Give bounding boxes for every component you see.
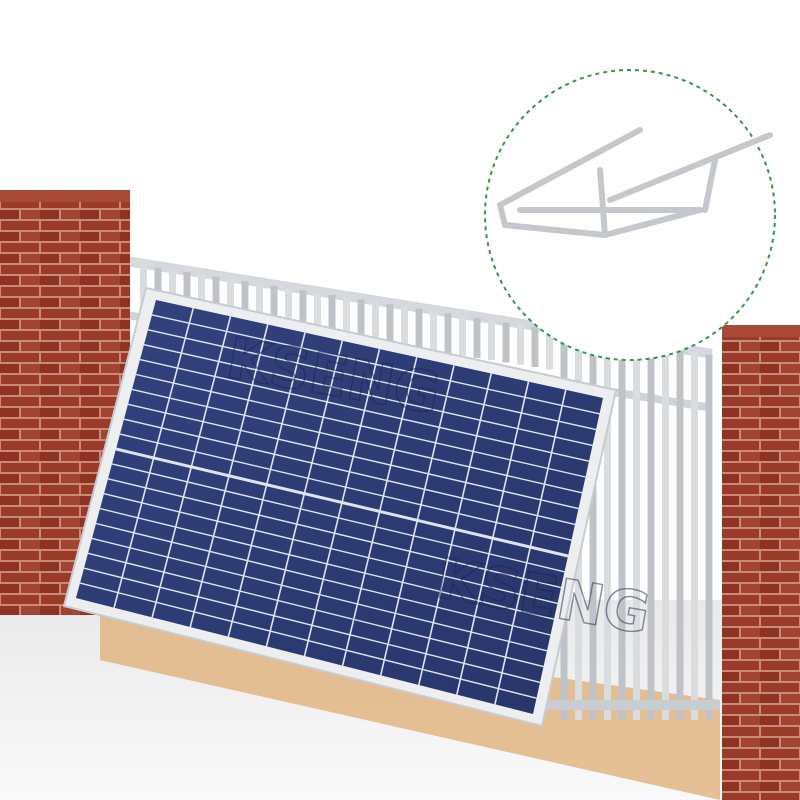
- railing-bar: [140, 265, 147, 306]
- railing-bar: [357, 299, 365, 340]
- inset-circle: [484, 69, 776, 361]
- mounting-bracket-inset: [484, 69, 776, 361]
- right-brick-wall: [722, 325, 800, 800]
- cell-row-line: [103, 493, 558, 605]
- railing-bar: [473, 317, 481, 358]
- railing-bar: [198, 274, 205, 315]
- solar-panel: KSENG KSENG: [62, 286, 655, 728]
- railing-bar: [154, 267, 162, 308]
- railing-bar: [647, 345, 655, 720]
- cell-row-line: [151, 314, 600, 415]
- cell-row-line: [83, 567, 541, 684]
- railing-bar: [415, 308, 423, 349]
- cell-row-line: [119, 433, 572, 541]
- cell-row-line: [107, 478, 562, 589]
- wood-deck: [100, 615, 720, 800]
- bottom-rail: [540, 700, 720, 710]
- railing-bar: [546, 329, 553, 370]
- railing-bar: [531, 327, 539, 368]
- railing-bar: [618, 340, 626, 720]
- railing-bar: [444, 313, 452, 354]
- railing-bar: [502, 322, 510, 363]
- railing-bar: [691, 352, 698, 720]
- cell-row-line: [143, 344, 593, 447]
- cell-row-line: [95, 522, 551, 636]
- railing-bar: [705, 354, 713, 720]
- cell-row-line: [147, 329, 597, 431]
- cell-row-line: [139, 358, 590, 462]
- cell-row-line: [123, 418, 576, 526]
- cell-row-line: [79, 582, 537, 699]
- railing-bar: [401, 306, 408, 347]
- cell-row-line: [87, 552, 544, 668]
- cell-row-line: [127, 403, 579, 510]
- railing-bar: [372, 301, 379, 342]
- railing-bar: [459, 315, 466, 356]
- railing-bar: [343, 297, 350, 338]
- cell-row-line: [91, 537, 548, 652]
- railing-bar: [488, 320, 495, 361]
- railing-bar: [270, 285, 278, 326]
- railing-bar: [299, 290, 307, 331]
- railing-bar: [256, 283, 263, 324]
- cell-row-line: [135, 373, 586, 478]
- railing-bar: [589, 336, 597, 720]
- cell-row-line: [99, 507, 555, 620]
- railing-bar: [314, 292, 321, 333]
- bracket-frame: [497, 127, 773, 238]
- railing-bar: [604, 338, 611, 720]
- railing-bar: [676, 349, 684, 720]
- railing-bar: [285, 288, 292, 329]
- cell-row-line: [111, 463, 565, 573]
- railing-bar: [227, 278, 234, 319]
- railing-bar: [241, 281, 249, 322]
- railing-bar: [430, 310, 437, 351]
- railing-bar: [212, 276, 220, 317]
- railing-bar: [328, 294, 336, 335]
- railing-bar: [169, 269, 176, 310]
- railing-bar: [662, 347, 669, 720]
- cell-grid: [79, 307, 600, 705]
- railing-bar: [517, 324, 524, 365]
- cell-row-line: [115, 447, 569, 558]
- cell-row-line: [131, 388, 583, 494]
- railing-bar: [183, 272, 191, 313]
- railing-bar: [386, 304, 394, 345]
- railing-bar: [633, 343, 640, 720]
